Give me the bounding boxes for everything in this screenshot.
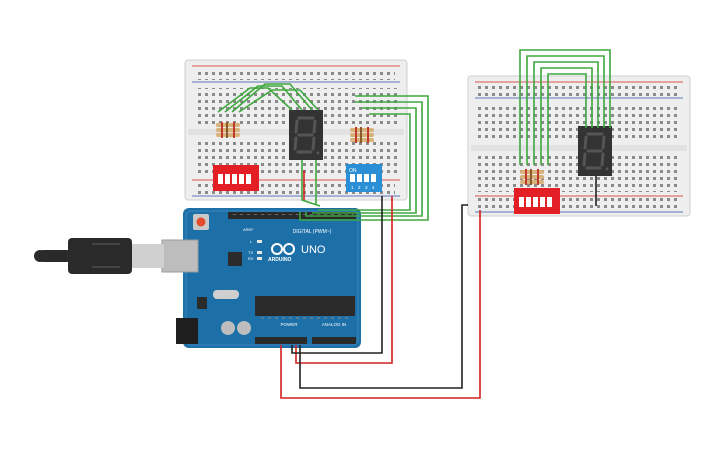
seven-segment-display-right[interactable]	[578, 126, 612, 176]
digital-header-label: DIGITAL (PWM~)	[293, 229, 332, 235]
green-wires-left[interactable]	[217, 83, 319, 113]
arduino-uno-board[interactable]: DIGITAL (PWM~) AREF UNO ARDUINO L TX RX	[161, 208, 361, 348]
resistor-group-left[interactable]	[216, 122, 240, 138]
analog-header[interactable]	[312, 337, 356, 344]
capacitor	[237, 321, 251, 335]
led-label-tx: TX	[248, 250, 253, 255]
atmega-chip	[255, 296, 355, 316]
usb-chip	[228, 252, 242, 266]
status-leds: L TX RX	[248, 239, 262, 261]
dip-number: 4	[372, 185, 375, 190]
dip-switch-red-left[interactable]	[213, 165, 259, 191]
usb-port[interactable]	[161, 239, 199, 273]
dc-power-jack[interactable]	[176, 318, 198, 344]
power-label: POWER	[280, 322, 298, 327]
red-wires[interactable]	[280, 170, 481, 399]
green-wires-right[interactable]	[519, 49, 611, 165]
power-header[interactable]	[255, 337, 307, 344]
board-name: UNO	[301, 244, 326, 256]
green-wires-to-arduino[interactable]	[299, 95, 429, 221]
led-label-rx: RX	[248, 256, 254, 261]
aref-label: AREF	[243, 227, 254, 232]
led-label-l: L	[250, 239, 253, 244]
seven-segment-display-left[interactable]	[289, 110, 323, 160]
dip-switch-blue[interactable]: ON 1 2 3 4	[346, 164, 382, 192]
voltage-regulator	[197, 297, 207, 309]
crystal	[213, 290, 239, 299]
black-wires[interactable]	[291, 176, 597, 389]
dip-number: 2	[358, 185, 361, 190]
arduino-logo-icon	[271, 243, 295, 255]
analog-label: ANALOG IN	[322, 322, 347, 327]
dip-number: 1	[351, 185, 354, 190]
resistor-group-mid[interactable]	[350, 127, 374, 143]
resistor-group-right[interactable]	[520, 169, 544, 185]
capacitor	[221, 321, 235, 335]
dip-switch-red-right[interactable]	[514, 188, 560, 214]
usb-cable[interactable]	[34, 238, 164, 274]
dip-number: 3	[365, 185, 368, 190]
dip-on-label: ON	[349, 168, 357, 174]
brand-label: ARDUINO	[268, 257, 291, 263]
